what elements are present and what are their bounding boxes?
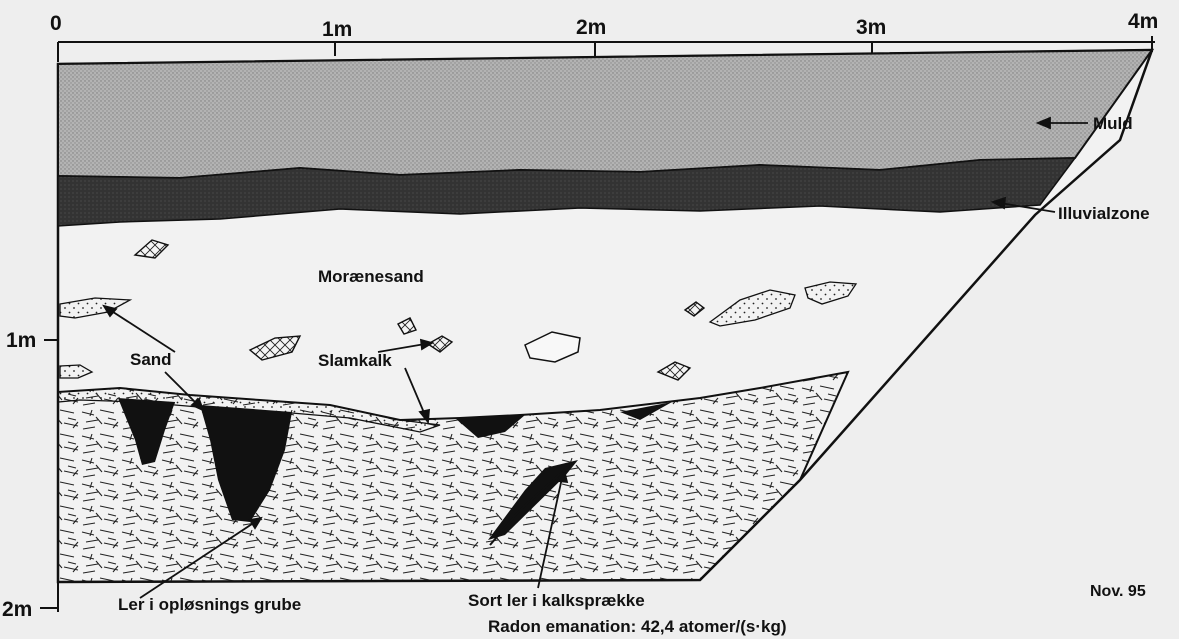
label-illuvialzone: Illuvialzone (1058, 204, 1150, 223)
h-tick-label-1: 1m (322, 18, 352, 41)
h-tick-label-3: 3m (856, 16, 886, 39)
h-tick-label-4: 4m (1128, 10, 1158, 33)
v-tick-label-2: 2m (2, 598, 32, 621)
label-slamkalk: Slamkalk (318, 351, 392, 370)
label-sand: Sand (130, 350, 172, 369)
label-date: Nov. 95 (1090, 583, 1146, 600)
v-tick-label-1: 1m (6, 329, 36, 352)
label-ler-grube: Ler i opløsnings grube (118, 595, 301, 614)
label-sort-ler: Sort ler i kalksprække (468, 591, 645, 610)
label-moraenesand: Morænesand (318, 267, 424, 286)
h-tick-label-0: 0 (50, 12, 62, 35)
h-tick-label-2: 2m (576, 16, 606, 39)
label-muld: Muld (1093, 114, 1133, 133)
muld-layer (58, 50, 1152, 178)
label-radon: Radon emanation: 42,4 atomer/(s·kg) (488, 617, 787, 636)
